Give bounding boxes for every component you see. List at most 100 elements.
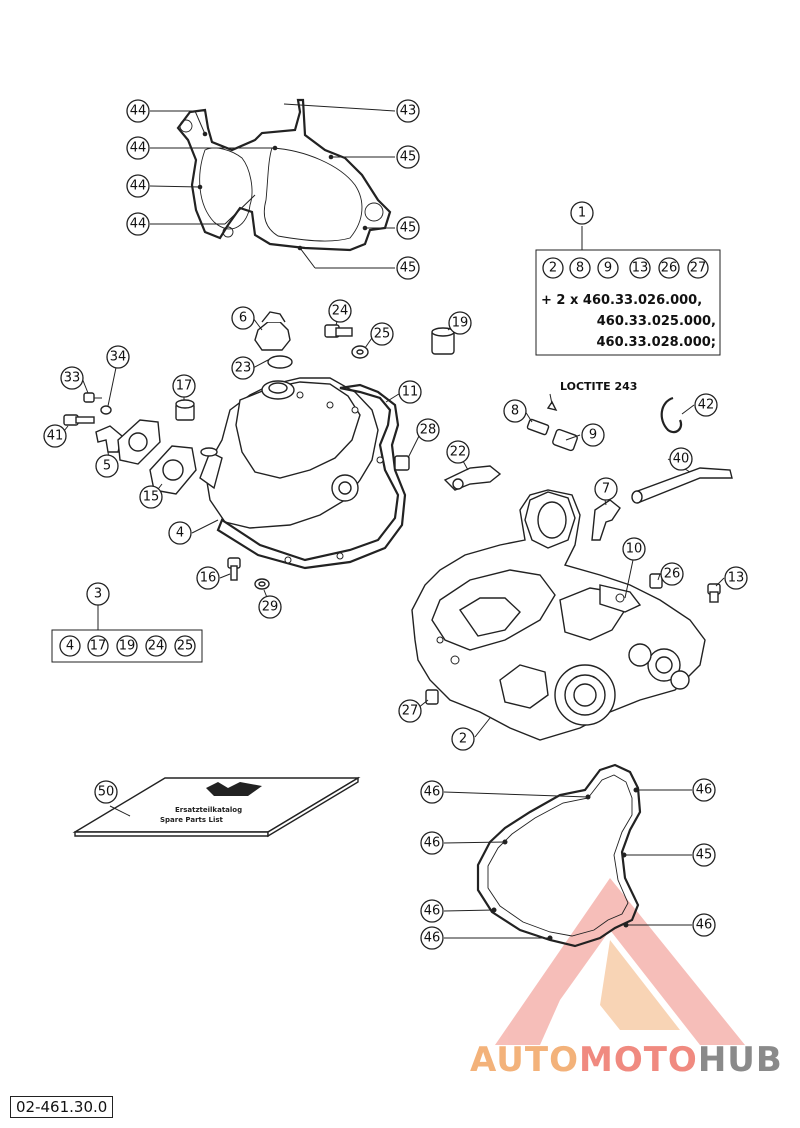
callout-25: 25 — [370, 322, 394, 346]
svg-text:2: 2 — [549, 261, 557, 276]
svg-text:44: 44 — [130, 141, 147, 156]
callout-10: 10 — [622, 537, 646, 561]
callout-17: 17 — [172, 374, 196, 398]
kit-1-line-1: + 2 x 460.33.026.000, — [541, 293, 702, 308]
callout-28: 28 — [416, 418, 440, 442]
svg-text:4: 4 — [66, 639, 74, 654]
svg-text:1: 1 — [578, 206, 586, 221]
callout-44: 44 — [126, 99, 150, 123]
watermark-part-3: HUB — [697, 1040, 783, 1080]
svg-text:3: 3 — [94, 587, 102, 602]
booklet-title-line-1: Ersatzteilkatalog — [175, 806, 242, 814]
leader-lines-top — [149, 103, 396, 269]
svg-text:27: 27 — [402, 704, 419, 719]
kit-1-contents: 2 8 9 13 26 27 — [542, 257, 709, 279]
part-callouts: 44 44 44 44 43 45 45 45 6 24 25 19 23 34… — [43, 99, 748, 950]
svg-text:2: 2 — [459, 732, 467, 747]
svg-text:16: 16 — [200, 571, 217, 586]
callout-4: 4 — [168, 521, 192, 545]
crankcase-part — [411, 489, 706, 741]
svg-text:26: 26 — [661, 261, 678, 276]
clutch-cover-part — [199, 377, 379, 529]
callout-46: 46 — [692, 778, 716, 802]
svg-text:34: 34 — [110, 350, 127, 365]
svg-text:19: 19 — [119, 639, 136, 654]
svg-text:15: 15 — [143, 490, 160, 505]
callout-22: 22 — [446, 440, 470, 464]
svg-text:45: 45 — [696, 848, 713, 863]
callout-5: 5 — [95, 454, 119, 478]
callout-15: 15 — [139, 485, 163, 509]
callout-44: 44 — [126, 174, 150, 198]
svg-text:46: 46 — [696, 783, 713, 798]
callout-44: 44 — [126, 136, 150, 160]
svg-text:45: 45 — [400, 261, 417, 276]
ignition-cover-gasket — [176, 98, 392, 252]
clutch-cover-gasket — [216, 383, 407, 570]
callout-33: 33 — [60, 366, 84, 390]
svg-text:44: 44 — [130, 104, 147, 119]
svg-text:24: 24 — [332, 304, 349, 319]
svg-text:42: 42 — [698, 398, 715, 413]
callout-44: 44 — [126, 212, 150, 236]
svg-text:25: 25 — [177, 639, 194, 654]
svg-text:8: 8 — [511, 404, 519, 419]
svg-text:50: 50 — [98, 785, 115, 800]
callout-9: 9 — [581, 423, 605, 447]
oil-filler-plug-part — [254, 311, 293, 369]
callout-16: 16 — [196, 566, 220, 590]
callout-2: 2 — [451, 727, 475, 751]
kit-3-box: 3 4 17 19 24 25 — [51, 582, 203, 663]
callout-27: 27 — [398, 699, 422, 723]
callout-50: 50 — [94, 780, 118, 804]
svg-text:44: 44 — [130, 217, 147, 232]
svg-text:33: 33 — [64, 371, 81, 386]
svg-text:11: 11 — [402, 385, 419, 400]
callout-40: 40 — [669, 447, 693, 471]
svg-text:46: 46 — [424, 931, 441, 946]
svg-text:24: 24 — [148, 639, 165, 654]
svg-text:46: 46 — [424, 904, 441, 919]
callout-41: 41 — [43, 424, 67, 448]
callout-46: 46 — [692, 913, 716, 937]
svg-text:19: 19 — [452, 316, 469, 331]
callout-11: 11 — [398, 380, 422, 404]
svg-text:23: 23 — [235, 361, 252, 376]
svg-text:17: 17 — [90, 639, 107, 654]
callout-8: 8 — [503, 399, 527, 423]
watermark-part-2: MOTO — [578, 1040, 698, 1080]
svg-text:29: 29 — [262, 600, 279, 615]
svg-text:22: 22 — [450, 445, 467, 460]
callout-46: 46 — [420, 831, 444, 855]
watermark-logo-shape — [495, 878, 745, 1045]
small-parts-right — [425, 396, 733, 705]
svg-text:9: 9 — [604, 261, 612, 276]
svg-text:5: 5 — [103, 459, 111, 474]
callout-45: 45 — [396, 145, 420, 169]
callout-29: 29 — [258, 595, 282, 619]
svg-text:4: 4 — [176, 526, 184, 541]
booklet-title-line-2: Spare Parts List — [160, 816, 224, 824]
callout-46: 46 — [420, 926, 444, 950]
svg-text:27: 27 — [690, 261, 707, 276]
svg-text:40: 40 — [673, 452, 690, 467]
kit-1-line-3: 460.33.028.000; — [596, 335, 716, 350]
svg-text:13: 13 — [632, 261, 649, 276]
callout-6: 6 — [231, 306, 255, 330]
callout-34: 34 — [106, 345, 130, 369]
kit-1-line-2: 460.33.025.000, — [597, 314, 716, 329]
svg-text:17: 17 — [176, 379, 193, 394]
svg-text:46: 46 — [424, 785, 441, 800]
kit-3-contents: 4 17 19 24 25 — [59, 635, 196, 657]
svg-text:9: 9 — [589, 428, 597, 443]
kit-1-number-callout: 1 — [570, 201, 594, 225]
svg-text:8: 8 — [576, 261, 584, 276]
svg-text:45: 45 — [400, 150, 417, 165]
svg-text:25: 25 — [374, 327, 391, 342]
callout-46: 46 — [420, 899, 444, 923]
leader-lines-bottom — [443, 789, 692, 939]
svg-text:10: 10 — [626, 542, 643, 557]
callout-26: 26 — [660, 562, 684, 586]
watermark-text: AUTOMOTOHUB — [470, 1040, 783, 1080]
